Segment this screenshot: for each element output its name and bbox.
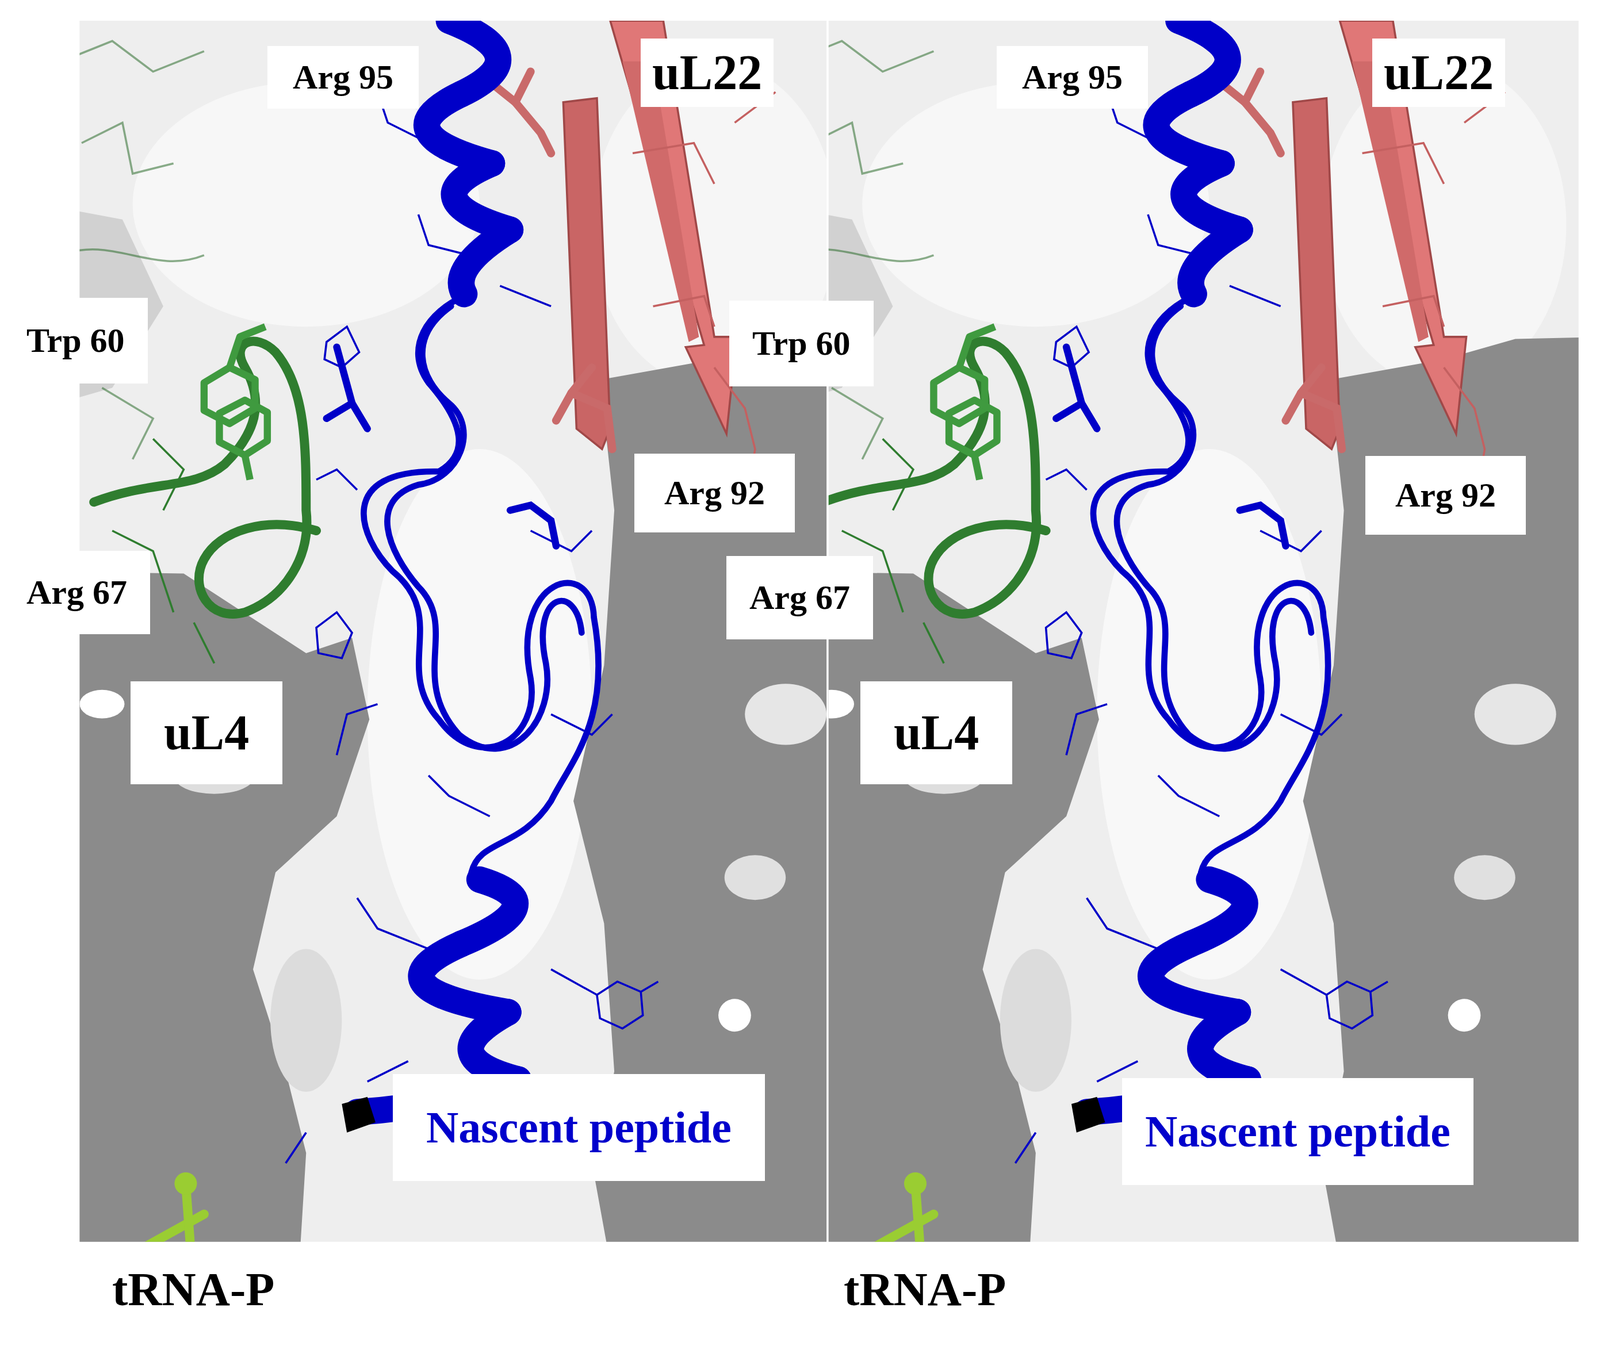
label-text: uL22 xyxy=(1383,44,1494,102)
residue-label: Arg 92 xyxy=(634,453,795,533)
label-text: Arg 95 xyxy=(292,57,394,98)
label-text: uL4 xyxy=(163,704,250,762)
label-text: Arg 95 xyxy=(1021,57,1123,98)
label-text: Arg 92 xyxy=(664,473,765,514)
residue-label: Arg 92 xyxy=(1365,456,1526,535)
protein-label: uL4 xyxy=(130,681,283,785)
residue-label: Arg 95 xyxy=(996,46,1148,109)
label-text: uL22 xyxy=(652,44,763,102)
label-text: Arg 67 xyxy=(26,572,128,613)
peptide-label: Nascent peptide xyxy=(392,1074,765,1182)
residue-label: Arg 67 xyxy=(3,550,151,635)
molecule-label: tRNA-P xyxy=(843,1262,1006,1318)
residue-label: Trp 60 xyxy=(729,300,874,387)
protein-label: uL22 xyxy=(640,38,774,107)
protein-label: uL22 xyxy=(1372,38,1506,107)
residue-label: Arg 95 xyxy=(267,46,419,109)
peptide-label: Nascent peptide xyxy=(1122,1078,1474,1186)
protein-label: uL4 xyxy=(860,681,1013,785)
label-text: Nascent peptide xyxy=(1145,1105,1451,1158)
residue-label: Trp 60 xyxy=(3,297,148,384)
left-stereo-panel xyxy=(79,20,827,1243)
residue-label: Arg 67 xyxy=(726,556,874,640)
label-text: Trp 60 xyxy=(752,323,851,364)
label-text: Arg 92 xyxy=(1395,475,1496,516)
label-text: Trp 60 xyxy=(26,320,125,361)
label-text: Arg 67 xyxy=(749,578,851,618)
label-text: uL4 xyxy=(893,704,979,762)
label-text: Nascent peptide xyxy=(426,1101,732,1154)
molecule-label: tRNA-P xyxy=(112,1262,275,1318)
right-stereo-panel xyxy=(828,20,1579,1243)
